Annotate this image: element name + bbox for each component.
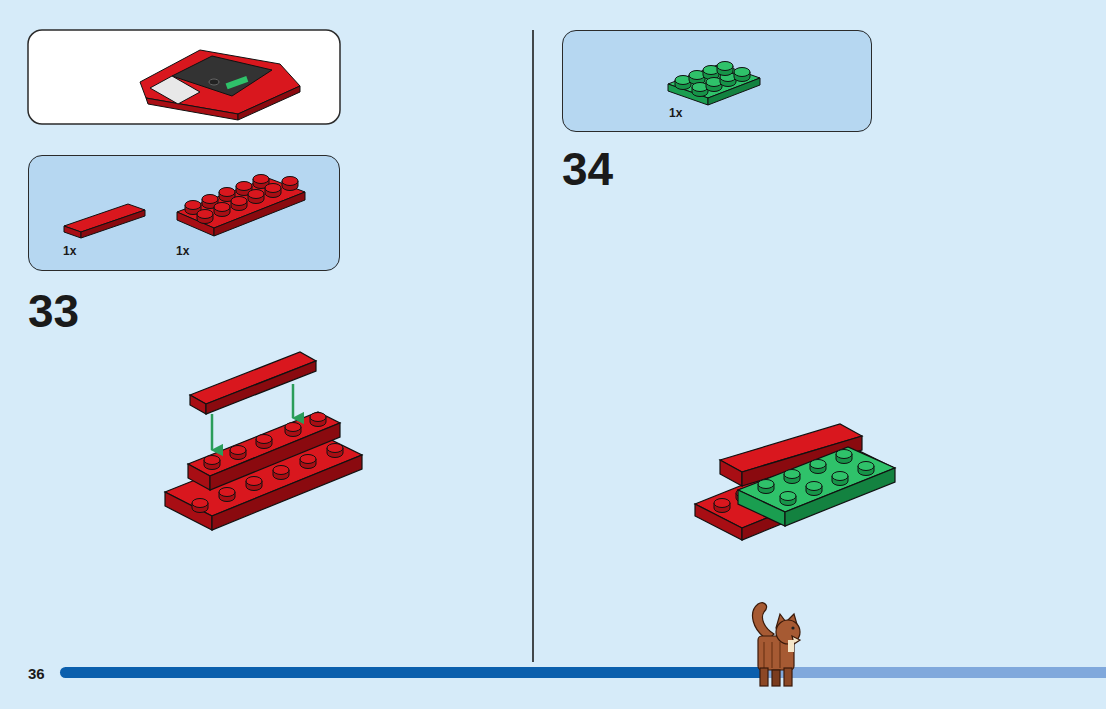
tile-part xyxy=(64,204,145,238)
drawing-part xyxy=(810,460,826,474)
drawing-part xyxy=(209,79,219,85)
drawing-part xyxy=(806,482,822,496)
drawing-part xyxy=(791,626,794,629)
drawing-part xyxy=(231,197,247,211)
divider xyxy=(532,30,534,662)
drawing-part xyxy=(788,640,794,652)
drawing-part xyxy=(273,466,289,480)
drawing-part xyxy=(282,177,298,191)
drawing-part xyxy=(238,86,300,120)
parts-panel-fill xyxy=(562,30,872,132)
drawing-part xyxy=(190,395,206,414)
drawing-part xyxy=(734,68,750,82)
page-number: 36 xyxy=(28,666,45,681)
progress-bar xyxy=(60,667,780,678)
drawing-part xyxy=(219,488,235,502)
step-number: 34 xyxy=(562,146,613,192)
part-count: 1x xyxy=(63,244,76,258)
parts-panel-fill xyxy=(28,155,340,271)
parts-panel: 1x xyxy=(562,30,872,132)
drawing-part xyxy=(210,423,340,490)
plate-part xyxy=(668,62,760,106)
drawing-part xyxy=(832,472,848,486)
drawing-part xyxy=(858,462,874,476)
step-number: 33 xyxy=(28,288,79,334)
drawing-part xyxy=(197,210,213,224)
drawing-part xyxy=(256,435,272,449)
drawing-part xyxy=(758,636,794,670)
drawing-part xyxy=(230,446,246,460)
step-34-model xyxy=(695,424,895,540)
drawing-part xyxy=(738,490,785,526)
progress-bar-rest xyxy=(760,667,1106,678)
drawing-part xyxy=(81,210,145,238)
drawing-part xyxy=(226,76,249,89)
drawing-part xyxy=(758,480,774,494)
drawing-part xyxy=(310,413,326,427)
drawing-part xyxy=(720,460,742,486)
drawing-part xyxy=(717,62,733,76)
drawing-part xyxy=(64,226,81,238)
technic-plate-part xyxy=(177,175,305,237)
drawing-part xyxy=(214,203,230,217)
part-count: 1x xyxy=(669,106,682,120)
drawing-part xyxy=(165,492,212,530)
drawing-part xyxy=(780,492,796,506)
preview-panel xyxy=(28,30,340,124)
drawing-part xyxy=(760,668,768,686)
parts-panel: 1x 1x xyxy=(28,155,340,271)
drawing-part xyxy=(206,361,316,414)
drawing-part xyxy=(204,456,220,470)
drawing-part xyxy=(146,98,238,120)
drawing-part xyxy=(292,384,295,418)
drawing-part xyxy=(753,603,774,640)
drawing-part xyxy=(714,499,730,513)
part-count: 1x xyxy=(176,244,189,258)
drawing-part xyxy=(246,477,262,491)
drawing-part xyxy=(248,190,264,204)
drawing-part xyxy=(150,76,200,104)
drawing-part xyxy=(265,184,281,198)
drawing-part xyxy=(772,670,780,686)
drawing-part xyxy=(836,450,852,464)
drawing-part xyxy=(300,455,316,469)
drawing-part xyxy=(784,668,792,686)
drawing-part xyxy=(764,642,780,668)
drawing-part xyxy=(784,470,800,484)
drawing-part xyxy=(327,444,343,458)
drawing-part xyxy=(192,499,208,513)
drawing-part xyxy=(28,30,340,124)
drawing-part xyxy=(785,468,895,526)
cat-figure xyxy=(753,603,800,686)
step-33-model xyxy=(165,352,362,530)
drawing-part xyxy=(285,423,301,437)
drawing-part xyxy=(211,414,214,450)
